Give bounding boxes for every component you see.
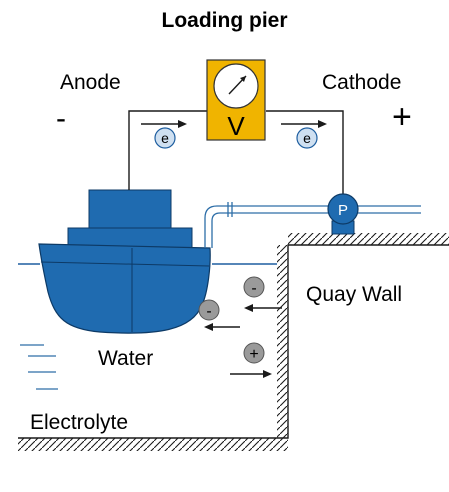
ship: [38, 189, 211, 334]
quay-outline: [18, 244, 449, 439]
cathode-label: Cathode: [322, 71, 402, 94]
cation-to-quay: +: [230, 342, 272, 378]
anion-icon: [243, 276, 265, 298]
water-ripples: [20, 344, 58, 390]
diagram-title: Loading pier: [161, 9, 288, 32]
electrolyte-label: Electrolyte: [30, 411, 129, 434]
anion-symbol: -: [251, 280, 256, 297]
quay-wall-label: Quay Wall: [306, 283, 403, 306]
anion-at-hull: -: [198, 299, 240, 331]
pump-symbol: P: [338, 202, 348, 219]
voltmeter-needle-tip: [240, 76, 246, 82]
electron-icon: [154, 127, 176, 149]
ship-bridge: [88, 189, 172, 229]
circuit-wires: [128, 110, 344, 194]
ship-hull: [38, 243, 211, 334]
anode-label: Anode: [60, 71, 121, 94]
pump: P: [327, 193, 359, 235]
seabed-hatch: [18, 438, 288, 451]
electron-flow-right: e: [281, 120, 327, 149]
electron-symbol: e: [161, 130, 169, 146]
quay-wall: [18, 233, 449, 451]
voltmeter-symbol: V: [227, 111, 245, 141]
anion-icon: [198, 299, 220, 321]
voltmeter: V: [206, 59, 266, 141]
ship-waterline: [40, 261, 210, 267]
anode-sign: -: [56, 102, 66, 135]
cathode-sign: +: [392, 98, 412, 136]
quay-side-hatch: [277, 245, 288, 438]
pipeline: [204, 202, 421, 248]
electron-symbol: e: [303, 130, 311, 146]
anion-near-quay: -: [243, 276, 282, 312]
quay-top-hatch: [288, 233, 449, 245]
electron-flow-left: e: [141, 120, 187, 149]
pump-icon: [327, 193, 359, 225]
cation-symbol: +: [249, 346, 258, 363]
cation-icon: [243, 342, 265, 364]
anion-symbol: -: [206, 303, 211, 320]
electron-icon: [296, 127, 318, 149]
water-label: Water: [98, 347, 154, 370]
